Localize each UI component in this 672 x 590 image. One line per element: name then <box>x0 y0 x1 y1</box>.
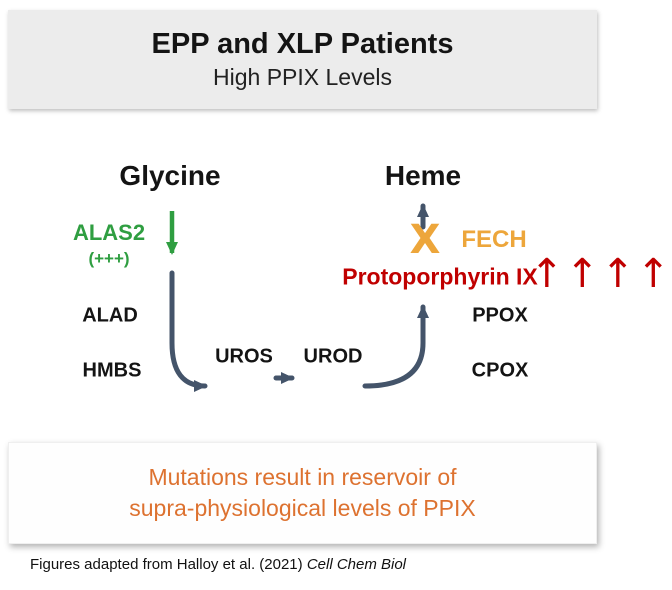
elevated-levels-arrows-icon: ↑↑↑↑ <box>529 251 672 297</box>
callout-line-1: Mutations result in reservoir of <box>148 464 457 490</box>
enzyme-ppox-label: PPOX <box>472 304 528 327</box>
credit-text: Figures adapted from Halloy et al. (2021… <box>30 556 307 573</box>
enzyme-urod-label: UROD <box>303 345 363 368</box>
callout-panel: Mutations result in reservoir of supra-p… <box>8 442 597 544</box>
metabolite-protoporphyrin-ix-label: Protoporphyrin IX <box>342 263 538 290</box>
fech-block-x-icon: X <box>409 217 441 263</box>
enzyme-alad-label: ALAD <box>82 304 138 327</box>
enzyme-alas2-label: ALAS2 <box>72 220 146 245</box>
callout-line-2: supra-physiological levels of PPIX <box>129 495 476 521</box>
glycine-to-uros-arrow <box>169 270 208 392</box>
header-panel: EPP and XLP Patients High PPIX Levels <box>8 10 597 109</box>
credit-journal: Cell Chem Biol <box>306 556 407 573</box>
enzyme-fech-label: FECH <box>461 226 527 253</box>
enzyme-uros-label: UROS <box>215 345 273 368</box>
substrate-glycine-label: Glycine <box>119 160 221 191</box>
enzyme-hmbs-label: HMBS <box>82 359 142 382</box>
figure-credit: Figures adapted from Halloy et al. (2021… <box>30 556 406 573</box>
enzyme-cpox-label: CPOX <box>471 359 529 382</box>
page-subtitle: High PPIX Levels <box>213 64 392 90</box>
alas2-activity-label: (+++) <box>88 249 130 268</box>
product-heme-label: Heme <box>384 160 462 191</box>
urod-to-ppix-arrow <box>362 304 429 389</box>
page-title: EPP and XLP Patients <box>151 28 454 60</box>
